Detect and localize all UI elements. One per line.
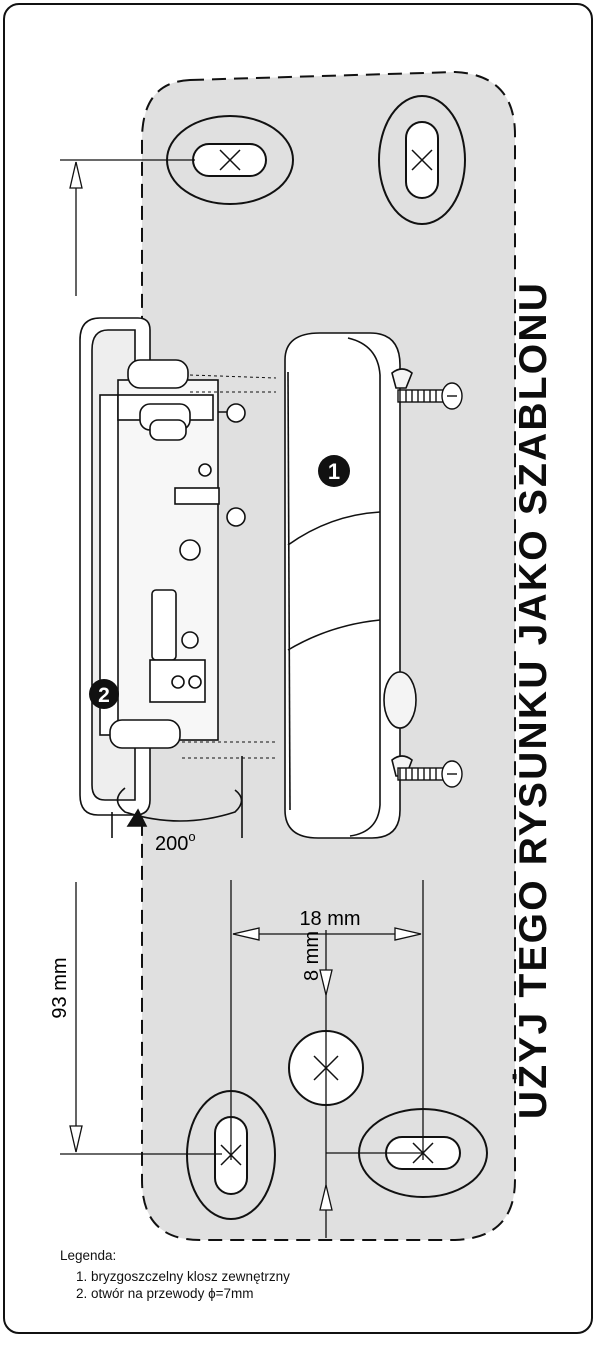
rotation-label: 200o: [155, 829, 196, 855]
screw-bottom: [397, 760, 463, 788]
legend-item: 1. bryzgoszczelny klosz zewnętrzny: [76, 1269, 290, 1284]
callout-2-text: 2: [98, 684, 110, 707]
alignment-lines: [182, 374, 277, 759]
callout-2: 2: [89, 679, 119, 709]
callout-1-text: 1: [328, 459, 340, 484]
width-dimension: [230, 880, 424, 1160]
outer-cover: [284, 332, 417, 839]
height-dimension: [60, 882, 222, 1155]
top-dimension-line: [60, 159, 195, 296]
width-dimension-label: 18 mm: [299, 908, 360, 930]
device-base: [79, 317, 246, 838]
mounting-hole-top-right: [378, 95, 466, 225]
legend-item: 2. otwór na przewody ϕ=7mm: [76, 1286, 254, 1301]
hole-dimension: [319, 930, 423, 1238]
screw-top: [397, 382, 463, 410]
height-dimension-label: 93 mm: [49, 957, 71, 1018]
legend-title: Legenda:: [60, 1248, 117, 1263]
callout-1: 1: [318, 455, 350, 487]
page-frame: [3, 3, 593, 1334]
hole-dimension-label: 8 mm: [301, 931, 323, 981]
rotation-arrow: [116, 787, 243, 827]
side-title: UŻYJ TEGO RYSUNKU JAKO SZABLONU: [512, 280, 555, 1120]
legend: Legenda: 1. bryzgoszczelny klosz zewnętr…: [60, 1247, 290, 1302]
